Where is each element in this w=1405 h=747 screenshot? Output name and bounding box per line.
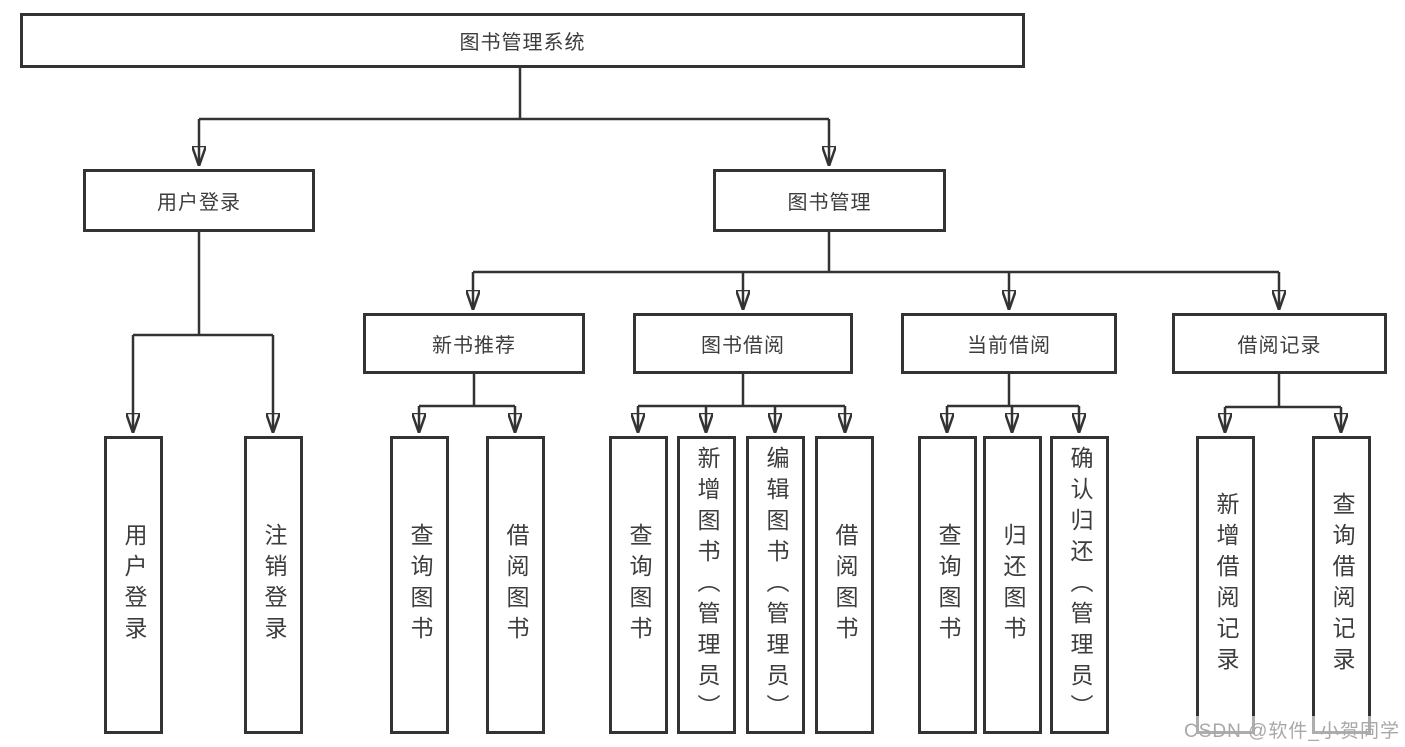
- csdn-watermark: CSDN @软件_小贺同学: [1182, 716, 1402, 743]
- leaf-add-books-admin: 新增图书（管理员）: [677, 436, 736, 734]
- leaf-label: 查询图书: [935, 523, 961, 647]
- node-current-borrow: 当前借阅: [901, 313, 1117, 374]
- node-book-borrow: 图书借阅: [633, 313, 853, 374]
- node-book-management: 图书管理: [713, 169, 946, 232]
- leaf-label: 借阅图书: [832, 523, 858, 647]
- root-node-library-system: 图书管理系统: [20, 13, 1025, 68]
- leaf-borrow-books: 借阅图书: [815, 436, 874, 734]
- leaf-borrow-books-recommend: 借阅图书: [486, 436, 545, 734]
- leaf-label: 新增借阅记录: [1213, 492, 1239, 678]
- leaf-label: 注销登录: [261, 523, 287, 647]
- leaf-query-books-current: 查询图书: [918, 436, 977, 734]
- leaf-add-borrow-record: 新增借阅记录: [1196, 436, 1255, 734]
- leaf-edit-books-admin: 编辑图书（管理员）: [746, 436, 805, 734]
- node-user-login: 用户登录: [83, 169, 315, 232]
- leaf-label: 查询图书: [626, 523, 652, 647]
- leaf-label: 新增图书（管理员）: [694, 445, 720, 725]
- leaf-query-borrow-record: 查询借阅记录: [1312, 436, 1371, 734]
- leaf-label: 用户登录: [121, 523, 147, 647]
- leaf-label: 查询图书: [407, 523, 433, 647]
- leaf-label: 归还图书: [1000, 523, 1026, 647]
- node-borrow-record: 借阅记录: [1172, 313, 1387, 374]
- leaf-label: 查询借阅记录: [1329, 492, 1355, 678]
- leaf-label: 借阅图书: [503, 523, 529, 647]
- leaf-label: 编辑图书（管理员）: [763, 445, 789, 725]
- leaf-logout: 注销登录: [244, 436, 303, 734]
- leaf-label: 确认归还（管理员）: [1067, 445, 1093, 725]
- leaf-user-login: 用户登录: [104, 436, 163, 734]
- leaf-confirm-return-admin: 确认归还（管理员）: [1050, 436, 1109, 734]
- leaf-query-books-recommend: 查询图书: [390, 436, 449, 734]
- leaf-return-books: 归还图书: [983, 436, 1042, 734]
- node-new-book-recommend: 新书推荐: [363, 313, 585, 374]
- leaf-query-books-borrow: 查询图书: [609, 436, 668, 734]
